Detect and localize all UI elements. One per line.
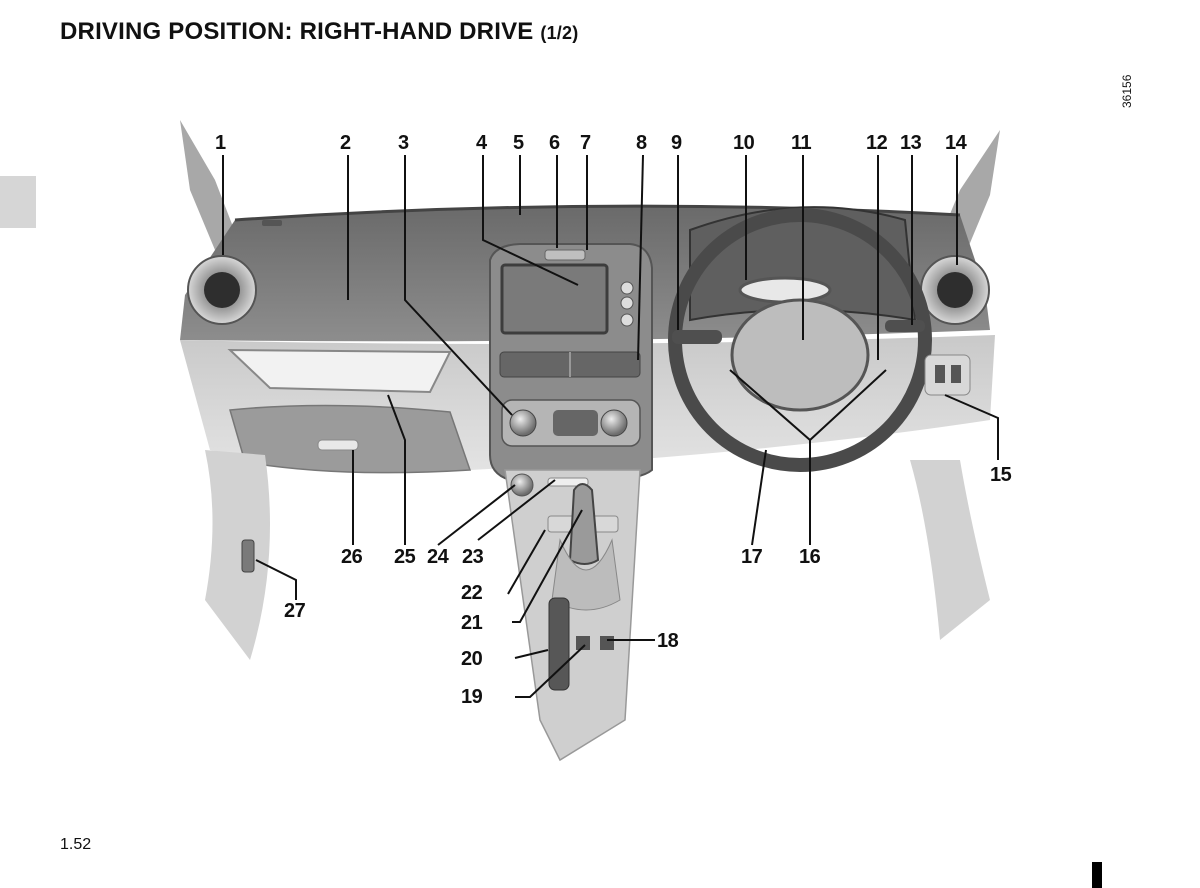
trim-strip — [227, 348, 452, 394]
multimedia-screen — [500, 263, 609, 335]
glovebox-handle — [317, 439, 359, 451]
callout-22: 22 — [461, 582, 483, 604]
callout-11: 11 — [791, 132, 812, 154]
center-speaker-grille — [262, 220, 282, 226]
callout-7: 7 — [580, 132, 591, 154]
bonnet-release — [241, 539, 255, 573]
callout-16: 16 — [799, 546, 821, 568]
callout-21: 21 — [461, 612, 483, 634]
callout-9: 9 — [671, 132, 682, 154]
callout-14: 14 — [945, 132, 967, 154]
callout-8: 8 — [636, 132, 647, 154]
right-door-trim — [910, 460, 990, 640]
instrument-display — [738, 276, 832, 304]
console-knob — [510, 473, 534, 497]
callout-24: 24 — [427, 546, 449, 568]
section-tab-marker — [0, 176, 36, 228]
callout-19: 19 — [461, 686, 483, 708]
callout-26: 26 — [341, 546, 363, 568]
callout-3: 3 — [398, 132, 409, 154]
gear-lever — [568, 483, 600, 565]
callout-5: 5 — [513, 132, 524, 154]
glovebox — [229, 404, 472, 474]
callout-10: 10 — [733, 132, 755, 154]
callout-leaders — [222, 154, 999, 698]
right-stalk — [885, 320, 925, 332]
title-part: (1/2) — [540, 23, 579, 43]
callout-25: 25 — [394, 546, 416, 568]
callout-4: 4 — [476, 132, 487, 154]
left-a-pillar — [180, 120, 240, 250]
callout-17: 17 — [741, 546, 763, 568]
callout-6: 6 — [549, 132, 560, 154]
title-text: DRIVING POSITION: RIGHT-HAND DRIVE — [60, 18, 534, 45]
page-corner-mark — [1092, 862, 1102, 888]
gear-boot — [551, 538, 621, 611]
right-side-panel — [924, 354, 971, 396]
callout-13: 13 — [900, 132, 922, 154]
parking-brake — [548, 597, 570, 691]
page-number: 1.52 — [60, 836, 92, 853]
callout-23: 23 — [462, 546, 484, 568]
callout-2: 2 — [340, 132, 351, 154]
callout-27: 27 — [284, 600, 306, 622]
callout-12: 12 — [866, 132, 888, 154]
left-stalk — [672, 330, 722, 344]
page-title: DRIVING POSITION: RIGHT-HAND DRIVE (1/2) — [60, 18, 578, 46]
steering-wheel-hub — [730, 298, 870, 412]
callout-1: 1 — [215, 132, 226, 154]
callout-18: 18 — [657, 630, 679, 652]
callout-15: 15 — [990, 464, 1012, 486]
left-door-trim — [205, 450, 270, 660]
callout-20: 20 — [461, 648, 483, 670]
